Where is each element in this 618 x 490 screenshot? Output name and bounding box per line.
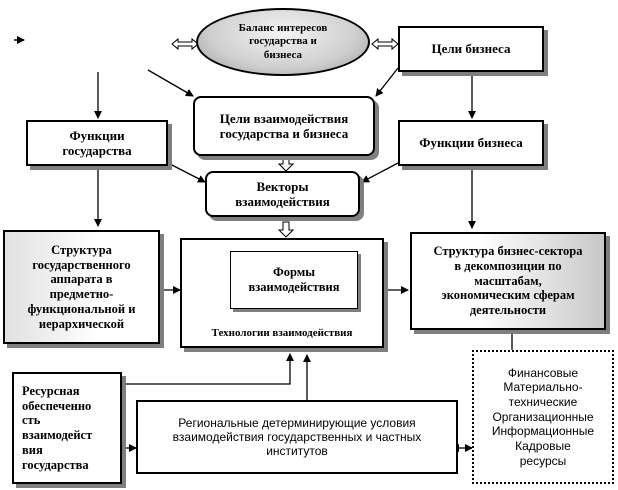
balance-of-interests-label: Баланс интересов государства и бизнеса <box>238 22 328 61</box>
business-goals-node: Цели бизнеса <box>398 26 544 72</box>
state-functions-node: Функции государства <box>26 120 168 166</box>
hollow-double-arrow-left <box>171 37 199 51</box>
state-structure-dashes <box>34 343 130 344</box>
vectors-node: Векторы взаимодействия <box>205 171 360 217</box>
resource-support-node: Ресурсная обеспеченно сть взаимодейст ви… <box>12 372 122 484</box>
business-structure-label: Структура бизнес-сектора в декомпозиции … <box>433 244 583 318</box>
resources-list-label: Финансовые Материально- технические Орга… <box>491 365 595 468</box>
interaction-forms-label: Формы взаимодействия <box>248 265 340 294</box>
interaction-goals-label: Цели взаимодействия государства и бизнес… <box>219 110 349 141</box>
hollow-double-arrow-right <box>371 37 399 51</box>
resources-list-node: Финансовые Материально- технические Орга… <box>472 350 614 484</box>
interaction-goals-node: Цели взаимодействия государства и бизнес… <box>193 96 375 156</box>
business-goals-label: Цели бизнеса <box>431 41 511 57</box>
business-functions-label: Функции бизнеса <box>419 135 523 151</box>
regional-conditions-node: Региональные детерминирующие условия вза… <box>136 400 458 474</box>
arrow-business-functions-to-vectors <box>361 162 399 183</box>
hollow-down-arrow-1 <box>277 157 295 172</box>
interaction-technologies-label: Технологии взаимодействия <box>211 327 353 340</box>
state-structure-node: Структура государственного аппарата в пр… <box>3 230 160 344</box>
interaction-forms-node: Формы взаимодействия <box>230 251 358 309</box>
vectors-label: Векторы взаимодействия <box>235 178 330 209</box>
arrow-to-interaction-goals-left <box>147 69 194 97</box>
state-structure-label: Структура государственного аппарата в пр… <box>27 242 136 331</box>
arrow-resources-to-center <box>124 353 294 385</box>
balance-of-interests-node: Баланс интересов государства и бизнеса <box>196 8 370 76</box>
hollow-down-arrow-2 <box>277 221 295 238</box>
arrow-to-interaction-goals-right <box>375 67 399 97</box>
business-structure-node: Структура бизнес-сектора в декомпозиции … <box>410 232 606 330</box>
business-functions-node: Функции бизнеса <box>398 120 544 166</box>
arrow-state-functions-to-vectors <box>167 162 206 183</box>
regional-conditions-label: Региональные детерминирующие условия вза… <box>172 415 422 459</box>
state-functions-label: Функции государства <box>62 127 132 158</box>
resource-support-label: Ресурсная обеспеченно сть взаимодейст ви… <box>22 383 93 472</box>
